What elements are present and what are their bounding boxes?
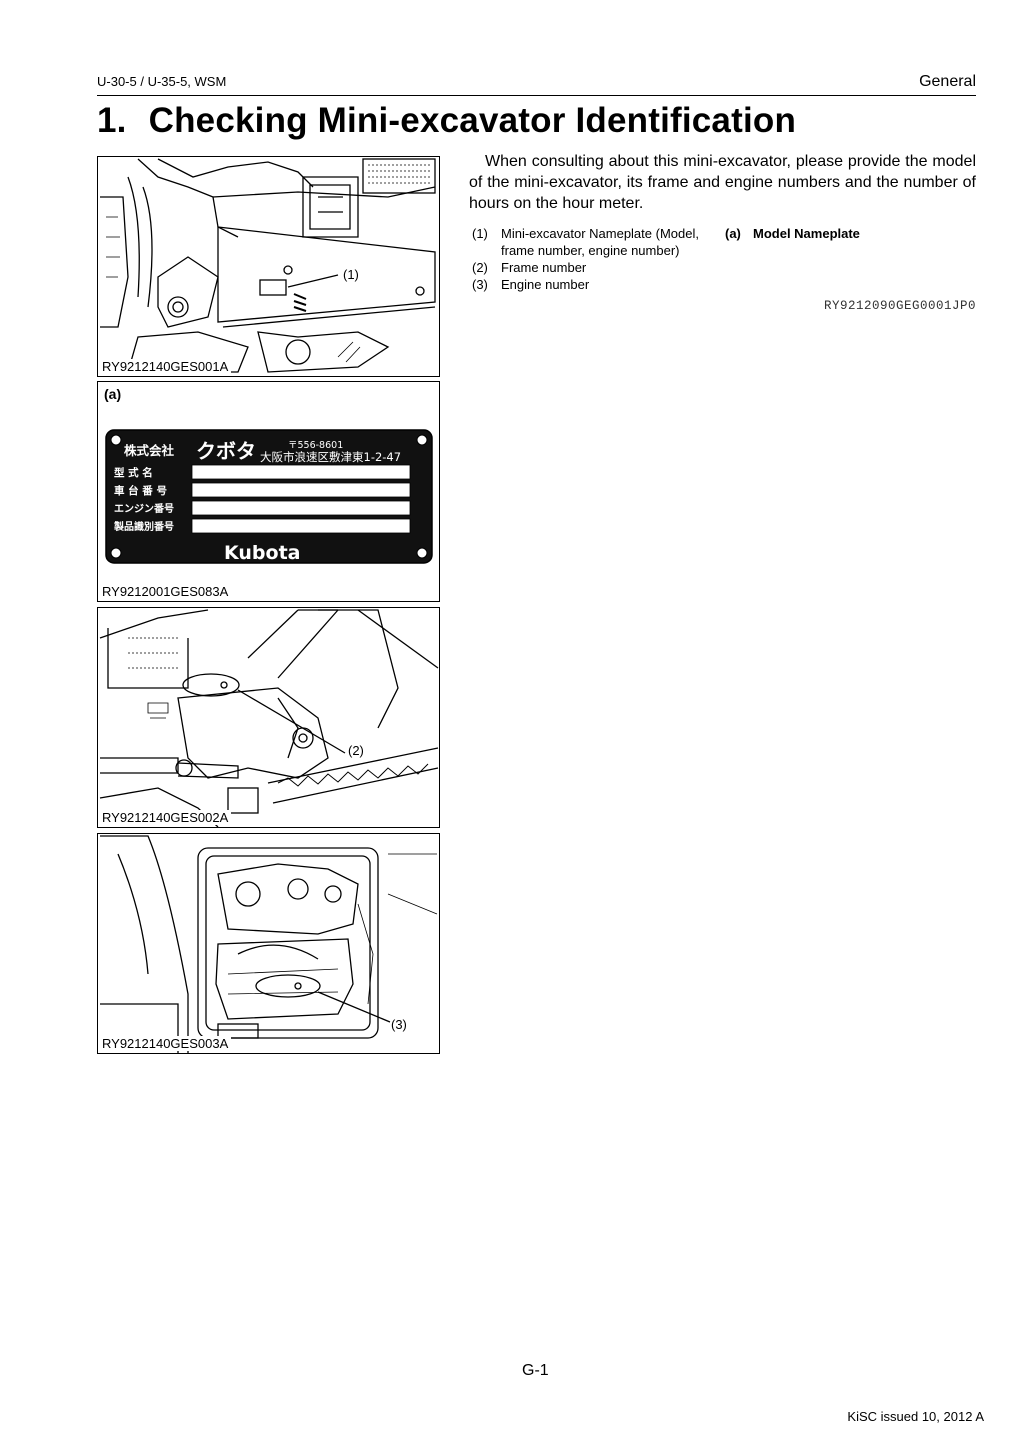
title-text: Checking Mini-excavator Identification (148, 101, 797, 140)
header-document-id: U-30-5 / U-35-5, WSM (97, 74, 227, 89)
legend-item-text: Engine number (501, 277, 590, 292)
legend-item-number: (1) (472, 226, 488, 241)
header-rule (97, 95, 976, 96)
legend-a-number: (a) (725, 226, 741, 241)
legend-figure-a: (a) Model Nameplate (725, 225, 860, 242)
title-number: 1. (97, 101, 127, 140)
legend-item-text: Mini-excavator Nameplate (Model, frame n… (501, 226, 699, 258)
plate-row-product-id: 製品識別番号 (113, 520, 174, 533)
figure-3-code: RY9212140GES003A (102, 1036, 232, 1051)
legend-item-text: Frame number (501, 260, 587, 275)
callout-1: (1) (343, 267, 359, 282)
figure-2-code: RY9212140GES002A (102, 810, 232, 825)
plate-company-text: 株式会社 (124, 443, 175, 458)
plate-postal-code: 〒556-8601 (288, 440, 343, 451)
legend-item-number: (3) (472, 277, 488, 292)
legend-a-text: Model Nameplate (753, 226, 860, 241)
plate-row-frame: 車 台 番 号 (114, 484, 167, 497)
reference-code: RY9212090GEG0001JP0 (823, 299, 976, 313)
issue-note: KiSC issued 10, 2012 A (847, 1409, 984, 1424)
frame-illustration (99, 609, 439, 827)
plate-address: 大阪市浪速区敷津東1-2-47 (260, 450, 401, 464)
legend-item-number: (2) (472, 260, 488, 275)
page-number: G-1 (522, 1362, 549, 1379)
page-title: 1. Checking Mini-excavator Identification (97, 101, 796, 141)
figure-nameplate-location: (1) RY9212140GES001A (97, 156, 440, 377)
callout-3: (3) (391, 1017, 407, 1032)
figure-frame-number-location: (2) RY9212140GES002A (97, 607, 440, 828)
figure-engine-number-location: (3) RY9212140GES003A (97, 833, 440, 1054)
figure-a-tag: (a) (104, 386, 122, 402)
plate-brand-kana: クボタ (196, 439, 256, 463)
machine-rear-illustration (100, 158, 436, 373)
figure-a-code: RY9212001GES083A (102, 584, 232, 599)
figure-model-nameplate: (a) 株式会社 クボタ 〒556-8601 大阪市浪速区敷津東1-2-47 型… (97, 381, 440, 602)
plate-kubota-logo: Kubota (224, 542, 300, 564)
callout-2: (2) (348, 743, 364, 758)
engine-illustration (100, 835, 438, 1053)
plate-row-model: 型 式 名 (114, 466, 153, 479)
intro-paragraph: When consulting about this mini-excavato… (469, 153, 976, 212)
figure-1-code: RY9212140GES001A (102, 359, 232, 374)
nameplate-illustration: 株式会社 クボタ 〒556-8601 大阪市浪速区敷津東1-2-47 型 式 名… (105, 429, 433, 564)
header-section-name: General (919, 73, 976, 90)
plate-row-engine: エンジン番号 (114, 502, 174, 515)
